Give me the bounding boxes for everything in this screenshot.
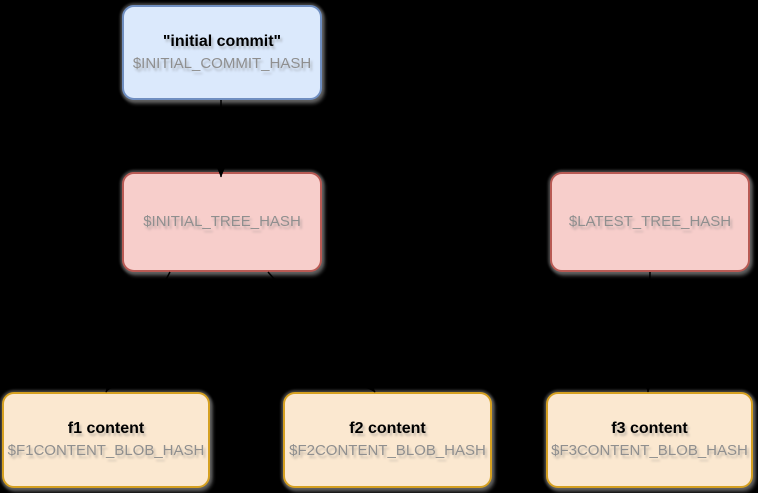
- blob-f1-node: f1 content $F1CONTENT_BLOB_HASH: [2, 392, 210, 488]
- commit-title: "initial commit": [162, 32, 282, 50]
- blob-f2-title: f2 content: [349, 420, 426, 437]
- edge-latest-tree-to-blob-f3: [643, 271, 653, 393]
- latest-tree-node: $LATEST_TREE_HASH: [550, 172, 750, 272]
- commit-hash: $INITIAL_COMMIT_HASH: [132, 54, 312, 72]
- blob-f2-node: f2 content $F2CONTENT_BLOB_HASH: [283, 392, 492, 488]
- blob-f3-title: f3 content: [611, 420, 688, 437]
- latest-tree-hash: $LATEST_TREE_HASH: [568, 213, 732, 230]
- blob-f3-node: f3 content $F3CONTENT_BLOB_HASH: [546, 392, 753, 488]
- edge-initial-tree-to-blob-f2: [267, 271, 376, 393]
- edge-initial-tree-to-blob-f1: [105, 271, 171, 393]
- blob-f1-hash: $F1CONTENT_BLOB_HASH: [7, 442, 205, 459]
- blob-f3-hash: $F3CONTENT_BLOB_HASH: [551, 442, 748, 459]
- blob-f2-hash: $F2CONTENT_BLOB_HASH: [289, 442, 486, 459]
- blob-f1-title: f1 content: [67, 420, 145, 437]
- initial-tree-node: $INITIAL_TREE_HASH: [122, 172, 322, 272]
- commit-node: "initial commit" $INITIAL_COMMIT_HASH: [122, 5, 322, 100]
- initial-tree-hash: $INITIAL_TREE_HASH: [143, 213, 301, 230]
